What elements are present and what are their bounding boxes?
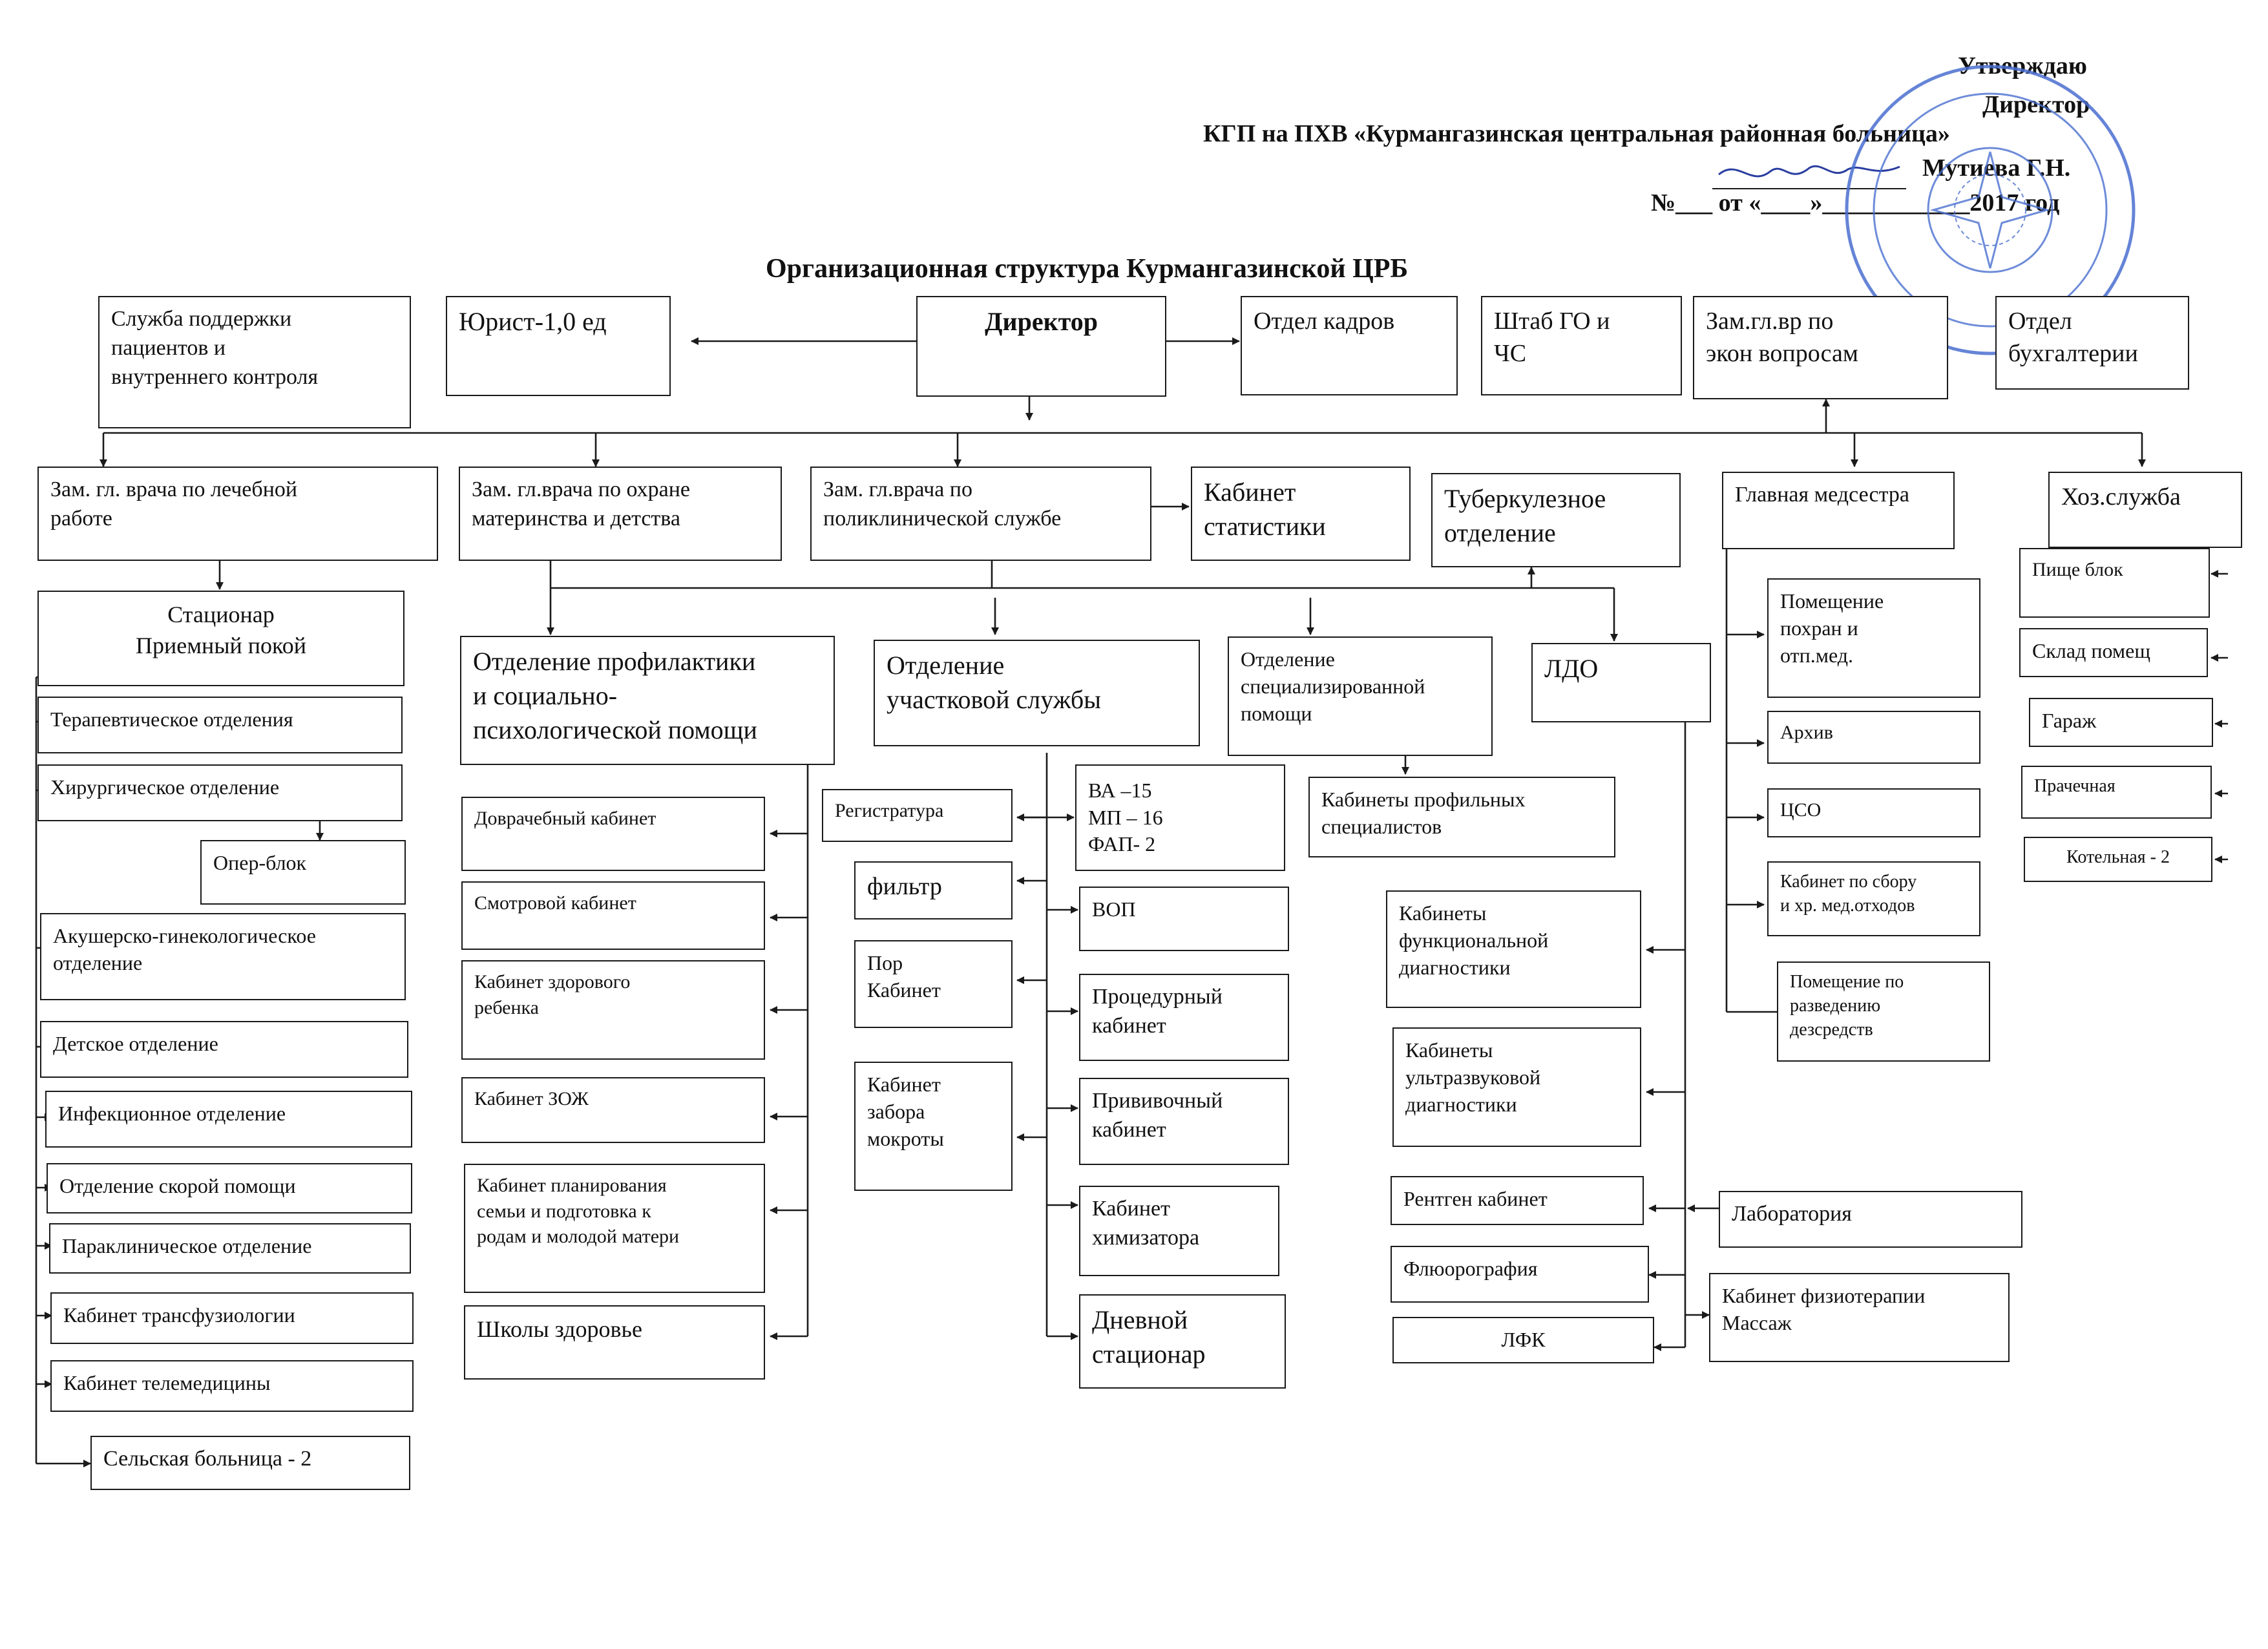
registry-box: Регистратура [822, 789, 1013, 842]
infectious-dept-box: Инфекционное отделение [45, 1091, 412, 1148]
deputy-medical-box: Зам. гл. врача по лечебной работе [37, 467, 438, 561]
hospital-box: Стационар Приемный покой [37, 591, 404, 686]
specialized-care-box: Отделение специализированной помощи [1228, 636, 1493, 756]
rural-hospital-box: Сельская больница - 2 [90, 1436, 410, 1490]
deputy-polyclinic-box: Зам. гл.врача по поликлинической службе [810, 467, 1151, 561]
signature [1712, 155, 1906, 194]
chart-title: Организационная структура Курмангазинско… [766, 254, 1409, 284]
official-seal [1845, 65, 2136, 355]
archive-box: Архив [1767, 711, 1980, 764]
approval-line-5: №___ от «____»____________2017 год [1651, 189, 2060, 216]
laundry-box: Прачечная [2021, 766, 2212, 819]
sputum-cabinet-box: Кабинет забора мокроты [854, 1062, 1013, 1191]
tb-department-box: Туберкулезное отделение [1431, 473, 1681, 567]
por-cabinet-box: Пор Кабинет [854, 940, 1013, 1028]
ldo-box: ЛДО [1531, 643, 1711, 722]
lfk-box: ЛФК [1392, 1317, 1654, 1363]
family-planning-box: Кабинет планирования семьи и подготовка … [464, 1164, 765, 1293]
specialists-cabinets-box: Кабинеты профильных специалистов [1308, 777, 1615, 857]
vop-box: ВОП [1079, 887, 1289, 951]
zozh-cabinet-box: Кабинет ЗОЖ [461, 1077, 765, 1143]
cso-box: ЦСО [1767, 788, 1980, 837]
functional-diagnostics-box: Кабинеты функциональной диагностики [1386, 890, 1641, 1008]
therapy-dept-box: Терапевтическое отделения [37, 697, 403, 753]
approval-line-3: КГП на ПХВ «Курмангазинская центральная … [1203, 120, 1950, 147]
director-box: Директор [916, 296, 1166, 397]
food-block-box: Пище блок [2019, 548, 2210, 618]
day-hospital-box: Дневной стационар [1079, 1294, 1286, 1389]
statistics-box: Кабинет статистики [1191, 467, 1411, 561]
laboratory-box: Лаборатория [1719, 1191, 2022, 1248]
drug-storage-box: Помещение похран и отп.мед. [1767, 578, 1980, 698]
prevention-dept-box: Отделение профилактики и социально- псих… [460, 636, 835, 765]
ultrasound-diagnostics-box: Кабинеты ультразвуковой диагностики [1392, 1027, 1641, 1147]
approval-line-2: Директор [1982, 91, 2090, 118]
emergency-dept-box: Отделение скорой помощи [47, 1163, 412, 1213]
physiotherapy-box: Кабинет физиотерапии Массаж [1709, 1273, 2010, 1362]
or-block-box: Опер-блок [200, 840, 406, 905]
chemotherapy-cabinet-box: Кабинет химизатора [1079, 1186, 1279, 1276]
healthy-child-box: Кабинет здорового ребенка [461, 960, 765, 1060]
surgery-dept-box: Хирургическое отделение [37, 764, 403, 821]
paraclinical-dept-box: Параклиническое отделение [49, 1223, 411, 1274]
support-service-box: Служба поддержки пациентов и внутреннего… [98, 296, 411, 428]
hr-department-box: Отдел кадров [1241, 296, 1458, 395]
examination-cabinet-box: Смотровой кабинет [461, 881, 765, 950]
procedure-cabinet-box: Процедурный кабинет [1079, 974, 1289, 1061]
fluorography-box: Флюорография [1391, 1246, 1649, 1303]
disinfectant-room-box: Помещение по разведению дезсредств [1777, 961, 1990, 1062]
pediatric-dept-box: Детское отделение [40, 1021, 408, 1078]
warehouse-box: Склад помещ [2019, 628, 2208, 677]
garage-box: Гараж [2029, 698, 2213, 747]
xray-cabinet-box: Рентген кабинет [1391, 1176, 1644, 1225]
vaccination-cabinet-box: Прививочный кабинет [1079, 1078, 1289, 1165]
accounting-box: Отдел бухгалтерии [1995, 296, 2189, 390]
premedical-cabinet-box: Доврачебный кабинет [461, 797, 765, 871]
civil-defense-box: Штаб ГО и ЧС [1481, 296, 1682, 395]
waste-cabinet-box: Кабинет по сбору и хр. мед.отходов [1767, 861, 1980, 936]
va-mp-fap-box: ВА –15 МП – 16 ФАП- 2 [1075, 764, 1285, 871]
lawyer-box: Юрист-1,0 ед [446, 296, 671, 396]
household-service-box: Хоз.служба [2048, 472, 2242, 548]
deputy-maternity-box: Зам. гл.врача по охране материнства и де… [459, 467, 782, 561]
head-nurse-box: Главная медсестра [1722, 472, 1955, 549]
telemedicine-box: Кабинет телемедицины [50, 1360, 414, 1412]
health-schools-box: Школы здоровье [464, 1305, 765, 1380]
transfusion-box: Кабинет трансфузиологии [50, 1292, 414, 1344]
filter-box: фильтр [854, 861, 1013, 919]
district-service-box: Отделение участковой службы [874, 640, 1200, 746]
boiler-box: Котельная - 2 [2024, 837, 2212, 882]
obgyn-dept-box: Акушерско-гинекологическое отделение [40, 913, 406, 1000]
deputy-econ-box: Зам.гл.вр по экон вопросам [1693, 296, 1948, 399]
